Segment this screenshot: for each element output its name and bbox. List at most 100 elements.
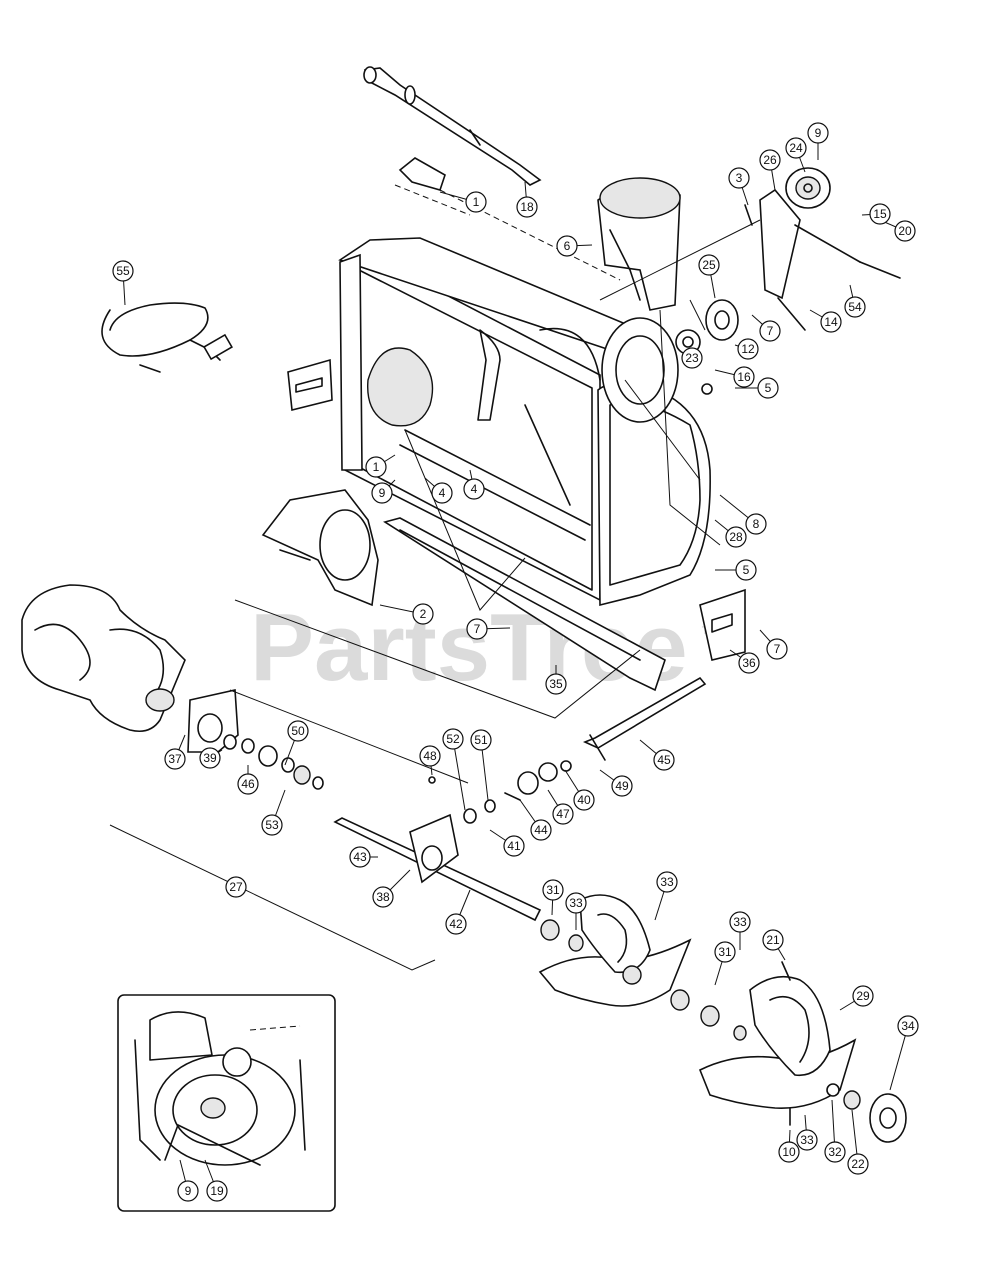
- callout-number: 1: [473, 195, 480, 209]
- callout-number: 9: [379, 486, 386, 500]
- part-callout-1: 1: [439, 191, 487, 213]
- callout-number: 5: [743, 563, 750, 577]
- callout-circle: [894, 220, 916, 242]
- callout-circle: [573, 789, 595, 811]
- callout-circle: [164, 748, 186, 770]
- callout-number: 42: [449, 917, 463, 931]
- callout-circle: [847, 1153, 869, 1175]
- part-callout-43: 43: [349, 846, 378, 868]
- part-callout-35: 35: [545, 665, 567, 695]
- callout-number: 2: [420, 607, 427, 621]
- drive-shaft-part: [363, 66, 542, 186]
- callout-circle: [656, 871, 678, 893]
- inset-detail-view: [117, 994, 336, 1212]
- callout-circle: [287, 720, 309, 742]
- part-callout-52: 52: [442, 728, 466, 811]
- right-auger-part: [538, 894, 692, 1007]
- callout-circle: [371, 482, 393, 504]
- callout-circle: [737, 338, 759, 360]
- part-callout-39: 39: [199, 747, 223, 769]
- callout-number: 33: [660, 875, 674, 889]
- callout-circle: [556, 235, 578, 257]
- part-callout-4: 4: [424, 477, 453, 504]
- part-callout-20: 20: [879, 219, 916, 242]
- part-callout-5: 5: [715, 559, 757, 581]
- part-callout-14: 14: [809, 309, 842, 333]
- part-callout-37: 37: [164, 734, 186, 770]
- part-callout-40: 40: [564, 769, 595, 811]
- part-callout-19: 19: [204, 1159, 228, 1202]
- callout-circle: [728, 167, 750, 189]
- part-callout-45: 45: [639, 739, 675, 771]
- callout-circle: [762, 929, 784, 951]
- callout-number: 38: [376, 890, 390, 904]
- wiring-harness-part: [101, 302, 233, 373]
- side-shield-part: [261, 489, 379, 607]
- callout-circle: [735, 559, 757, 581]
- callout-circle: [465, 191, 487, 213]
- part-callout-33: 33: [565, 892, 587, 930]
- auger-shaft-part: [333, 813, 542, 922]
- part-callout-21: 21: [762, 929, 786, 961]
- callout-number: 32: [828, 1145, 842, 1159]
- part-callout-4: 4: [463, 469, 485, 500]
- part-callout-9: 9: [807, 122, 829, 160]
- callout-number: 50: [291, 724, 305, 738]
- part-callout-7: 7: [759, 629, 788, 660]
- callout-number: 9: [815, 126, 822, 140]
- callout-number: 49: [615, 779, 629, 793]
- part-callout-23: 23: [681, 347, 703, 369]
- callout-leader-line: [889, 1025, 909, 1091]
- part-callout-9: 9: [177, 1159, 199, 1202]
- callout-number: 41: [507, 839, 521, 853]
- callout-circle: [419, 745, 441, 767]
- part-callout-31: 31: [542, 879, 564, 916]
- scraper-bar-part: [383, 517, 666, 692]
- callout-circle: [445, 913, 467, 935]
- callout-number: 26: [763, 153, 777, 167]
- callout-circle: [796, 1129, 818, 1151]
- callout-number: 45: [657, 753, 671, 767]
- callout-number: 8: [753, 517, 760, 531]
- part-callout-41: 41: [489, 829, 525, 857]
- callout-number: 12: [741, 342, 755, 356]
- part-callout-3: 3: [728, 167, 750, 206]
- part-callout-25: 25: [698, 254, 720, 299]
- part-callout-44: 44: [519, 799, 552, 841]
- callout-circle: [442, 728, 464, 750]
- callout-number: 29: [856, 989, 870, 1003]
- part-callout-1: 1: [365, 454, 396, 478]
- callout-number: 10: [782, 1145, 796, 1159]
- part-callout-6: 6: [556, 235, 593, 257]
- part-callout-49: 49: [599, 769, 633, 797]
- part-callout-27: 27: [225, 876, 247, 898]
- callout-number: 33: [569, 896, 583, 910]
- callout-number: 46: [241, 777, 255, 791]
- part-callout-16: 16: [714, 366, 755, 388]
- part-callout-34: 34: [889, 1015, 919, 1091]
- callout-circle: [431, 482, 453, 504]
- callout-number: 22: [851, 1157, 865, 1171]
- callout-number: 4: [439, 486, 446, 500]
- part-callout-29: 29: [839, 985, 874, 1011]
- callout-circle: [807, 122, 829, 144]
- part-callout-24: 24: [785, 137, 807, 173]
- callout-number: 44: [534, 823, 548, 837]
- callout-number: 19: [210, 1184, 224, 1198]
- callout-circle: [778, 1141, 800, 1163]
- callout-number: 51: [474, 733, 488, 747]
- part-callout-33: 33: [729, 911, 751, 950]
- part-callout-47: 47: [547, 789, 574, 825]
- callout-number: 36: [742, 656, 756, 670]
- callout-circle: [785, 137, 807, 159]
- part-callout-50: 50: [284, 720, 309, 766]
- callout-number: 31: [718, 945, 732, 959]
- callout-number: 7: [774, 642, 781, 656]
- worm-gear-parts: [428, 760, 572, 824]
- callout-circle: [698, 254, 720, 276]
- callout-circle: [869, 203, 891, 225]
- part-callout-36: 36: [729, 649, 760, 674]
- callout-circle: [852, 985, 874, 1007]
